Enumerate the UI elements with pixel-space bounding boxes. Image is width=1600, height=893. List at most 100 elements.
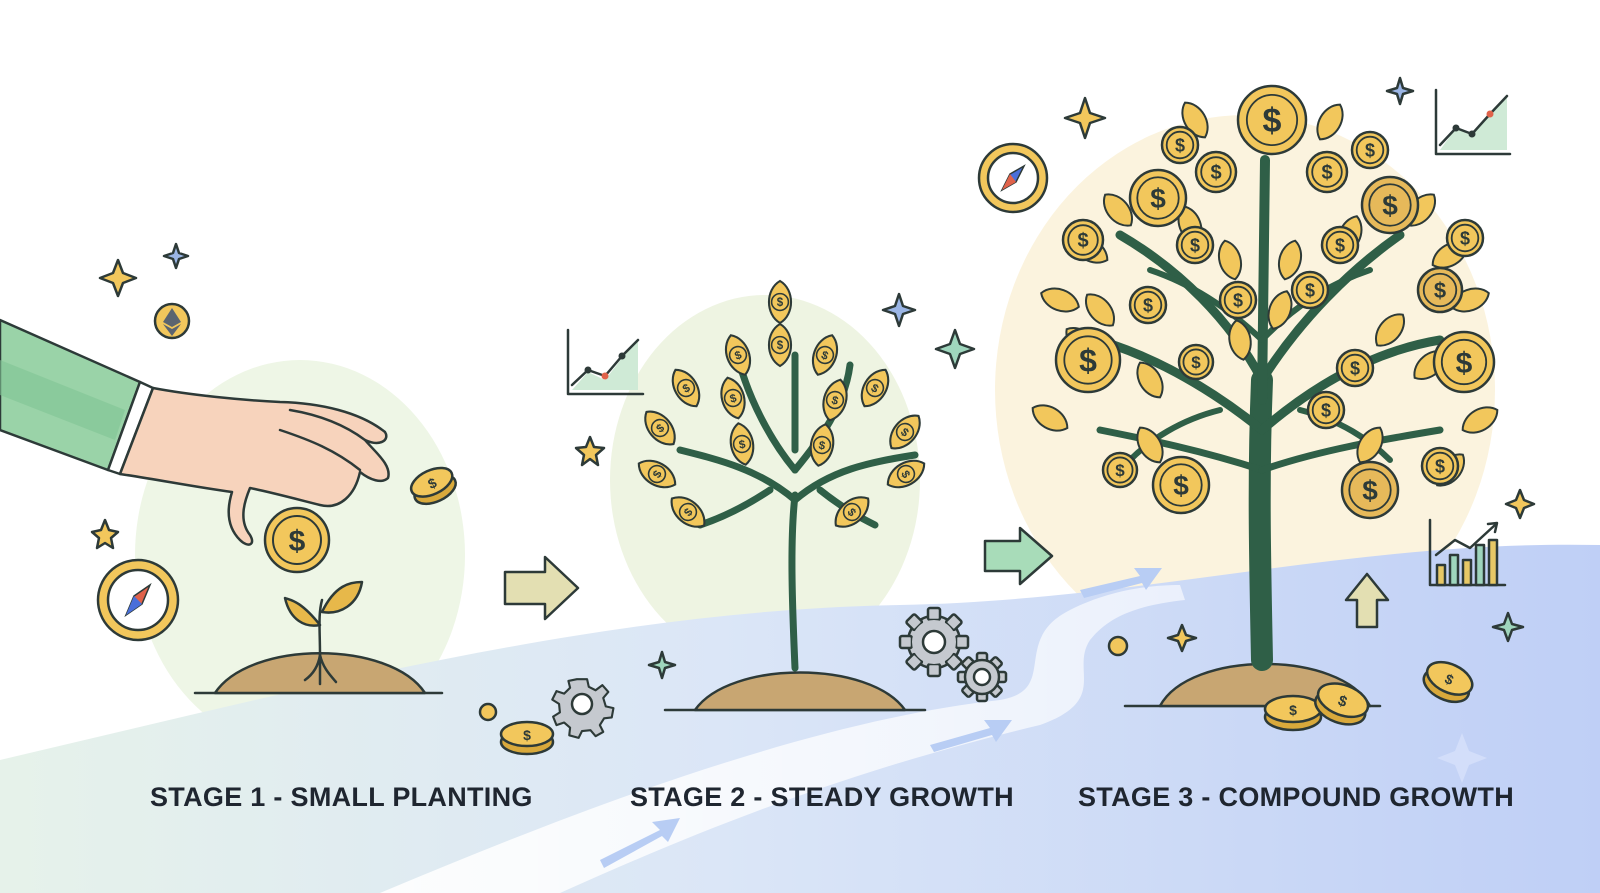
stage-3-label: STAGE 3 - COMPOUND GROWTH bbox=[1078, 782, 1514, 812]
gold-leaf bbox=[1103, 193, 1133, 227]
tree-coins: $$$$$$$$$$$$$$$$$$$$$$$$ bbox=[1054, 84, 1496, 520]
dollar-coin-icon: $ bbox=[1151, 455, 1211, 515]
dot bbox=[1107, 635, 1129, 657]
sparkle-icon bbox=[574, 435, 606, 467]
gold-leaf: $ bbox=[812, 334, 838, 376]
bar-chart-icon bbox=[1428, 518, 1507, 587]
growth-path bbox=[0, 544, 1600, 893]
gold-leaf bbox=[1375, 313, 1405, 347]
svg-text:$: $ bbox=[830, 395, 840, 408]
dollar-coin-icon: $ bbox=[1175, 225, 1215, 265]
gold-leaf bbox=[1217, 239, 1243, 281]
svg-text:$: $ bbox=[733, 349, 744, 363]
gold-leaf bbox=[1316, 103, 1344, 141]
gold-leaf bbox=[1136, 361, 1164, 399]
svg-text:$: $ bbox=[1263, 102, 1282, 140]
dollar-coin-icon: $ bbox=[1445, 218, 1485, 258]
svg-text:$: $ bbox=[1150, 183, 1166, 214]
gold-leaf: $ bbox=[834, 496, 870, 528]
svg-text:$: $ bbox=[1233, 290, 1243, 310]
svg-text:$: $ bbox=[1190, 235, 1200, 255]
gold-leaf: $ bbox=[670, 496, 706, 528]
dot bbox=[478, 702, 498, 722]
dollar-coin-icon: $ bbox=[1360, 175, 1420, 235]
sparkle-icon bbox=[98, 258, 138, 298]
svg-text:$: $ bbox=[1305, 280, 1315, 300]
hand-icon bbox=[0, 318, 390, 546]
dollar-coin-icon: $ bbox=[1422, 660, 1474, 704]
gear-icon bbox=[898, 606, 970, 678]
svg-text:$: $ bbox=[1173, 470, 1189, 501]
svg-text:$: $ bbox=[1077, 230, 1088, 252]
svg-text:$: $ bbox=[1350, 358, 1360, 378]
gold-leaf bbox=[1461, 406, 1499, 434]
sparkle-icon bbox=[881, 292, 917, 328]
dollar-coin-icon: $ bbox=[1340, 460, 1400, 520]
dollar-coin-icon: $ bbox=[1320, 225, 1360, 265]
svg-text:$: $ bbox=[1079, 343, 1097, 379]
soil-mound bbox=[693, 671, 907, 712]
ethereum-icon bbox=[153, 302, 191, 340]
tree-leaves: $$$$$$$$$$$$$$$$ bbox=[637, 279, 926, 528]
dollar-coin-icon: $ bbox=[1054, 326, 1122, 394]
gold-leaf bbox=[1136, 426, 1164, 464]
sparkle-icon bbox=[1491, 611, 1525, 643]
stage-1-label: STAGE 1 - SMALL PLANTING bbox=[150, 782, 533, 812]
svg-text:$: $ bbox=[820, 349, 831, 363]
line-chart-icon bbox=[1434, 88, 1512, 156]
gold-leaf: $ bbox=[725, 334, 751, 376]
svg-text:$: $ bbox=[1191, 353, 1201, 372]
gold-leaf: $ bbox=[720, 376, 746, 420]
svg-text:$: $ bbox=[818, 440, 827, 453]
svg-text:$: $ bbox=[1321, 400, 1331, 420]
dollar-coin-icon: $ bbox=[1128, 168, 1188, 228]
dollar-coin-icon: $ bbox=[1160, 125, 1200, 165]
svg-text:$: $ bbox=[1382, 190, 1398, 221]
dollar-coin-icon: $ bbox=[1306, 390, 1346, 430]
dollar-coin-icon: $ bbox=[1236, 84, 1308, 156]
dollar-coin-icon: $ bbox=[1218, 280, 1258, 320]
gold-leaf bbox=[1356, 426, 1384, 464]
svg-text:$: $ bbox=[1321, 162, 1332, 184]
gold-leaf bbox=[1031, 404, 1069, 432]
gold-leaf: $ bbox=[822, 378, 848, 422]
arrow-right-icon bbox=[503, 555, 580, 621]
sparkle-icon bbox=[647, 650, 677, 680]
svg-text:$: $ bbox=[1335, 235, 1345, 255]
dollar-coin-icon: $ bbox=[1420, 446, 1460, 486]
sparkle-icon bbox=[934, 328, 976, 370]
svg-text:$: $ bbox=[1460, 228, 1470, 248]
svg-text:$: $ bbox=[1175, 135, 1185, 155]
svg-text:$: $ bbox=[1143, 295, 1153, 315]
dollar-coin-icon: $ bbox=[499, 720, 555, 756]
svg-text:$: $ bbox=[1289, 702, 1297, 718]
sparkle-icon bbox=[90, 518, 120, 550]
svg-text:$: $ bbox=[777, 340, 784, 352]
gold-leaf bbox=[1228, 319, 1252, 361]
gear-icon bbox=[551, 678, 615, 739]
sparkle-icon bbox=[1166, 623, 1198, 653]
gold-leaf: $ bbox=[767, 279, 793, 325]
svg-text:$: $ bbox=[1434, 278, 1446, 303]
dollar-coin-icon: $ bbox=[1263, 694, 1323, 732]
gold-leaf: $ bbox=[767, 322, 793, 368]
gold-leaf: $ bbox=[729, 422, 755, 466]
coin-symbol: $ bbox=[289, 525, 306, 558]
gold-leaf: $ bbox=[809, 423, 835, 467]
stage1-group: $ $ $ bbox=[0, 242, 615, 756]
dollar-coin-icon: $ bbox=[1350, 130, 1390, 170]
dollar-coin-icon: $ bbox=[1061, 218, 1105, 262]
dollar-coin-icon: $ bbox=[1177, 343, 1215, 381]
stage-2-label: STAGE 2 - STEADY GROWTH bbox=[630, 782, 1014, 812]
arrow-up-icon bbox=[1344, 572, 1390, 629]
svg-text:$: $ bbox=[777, 297, 784, 309]
svg-text:$: $ bbox=[1365, 140, 1375, 160]
gold-leaf: $ bbox=[637, 459, 677, 489]
gold-leaf: $ bbox=[886, 459, 926, 489]
dollar-coin-icon: $ bbox=[1416, 266, 1464, 314]
sprout-leaf bbox=[320, 580, 364, 614]
gold-leaf: $ bbox=[889, 414, 921, 450]
dollar-coin-icon: $ bbox=[263, 506, 331, 574]
hand bbox=[118, 386, 390, 546]
